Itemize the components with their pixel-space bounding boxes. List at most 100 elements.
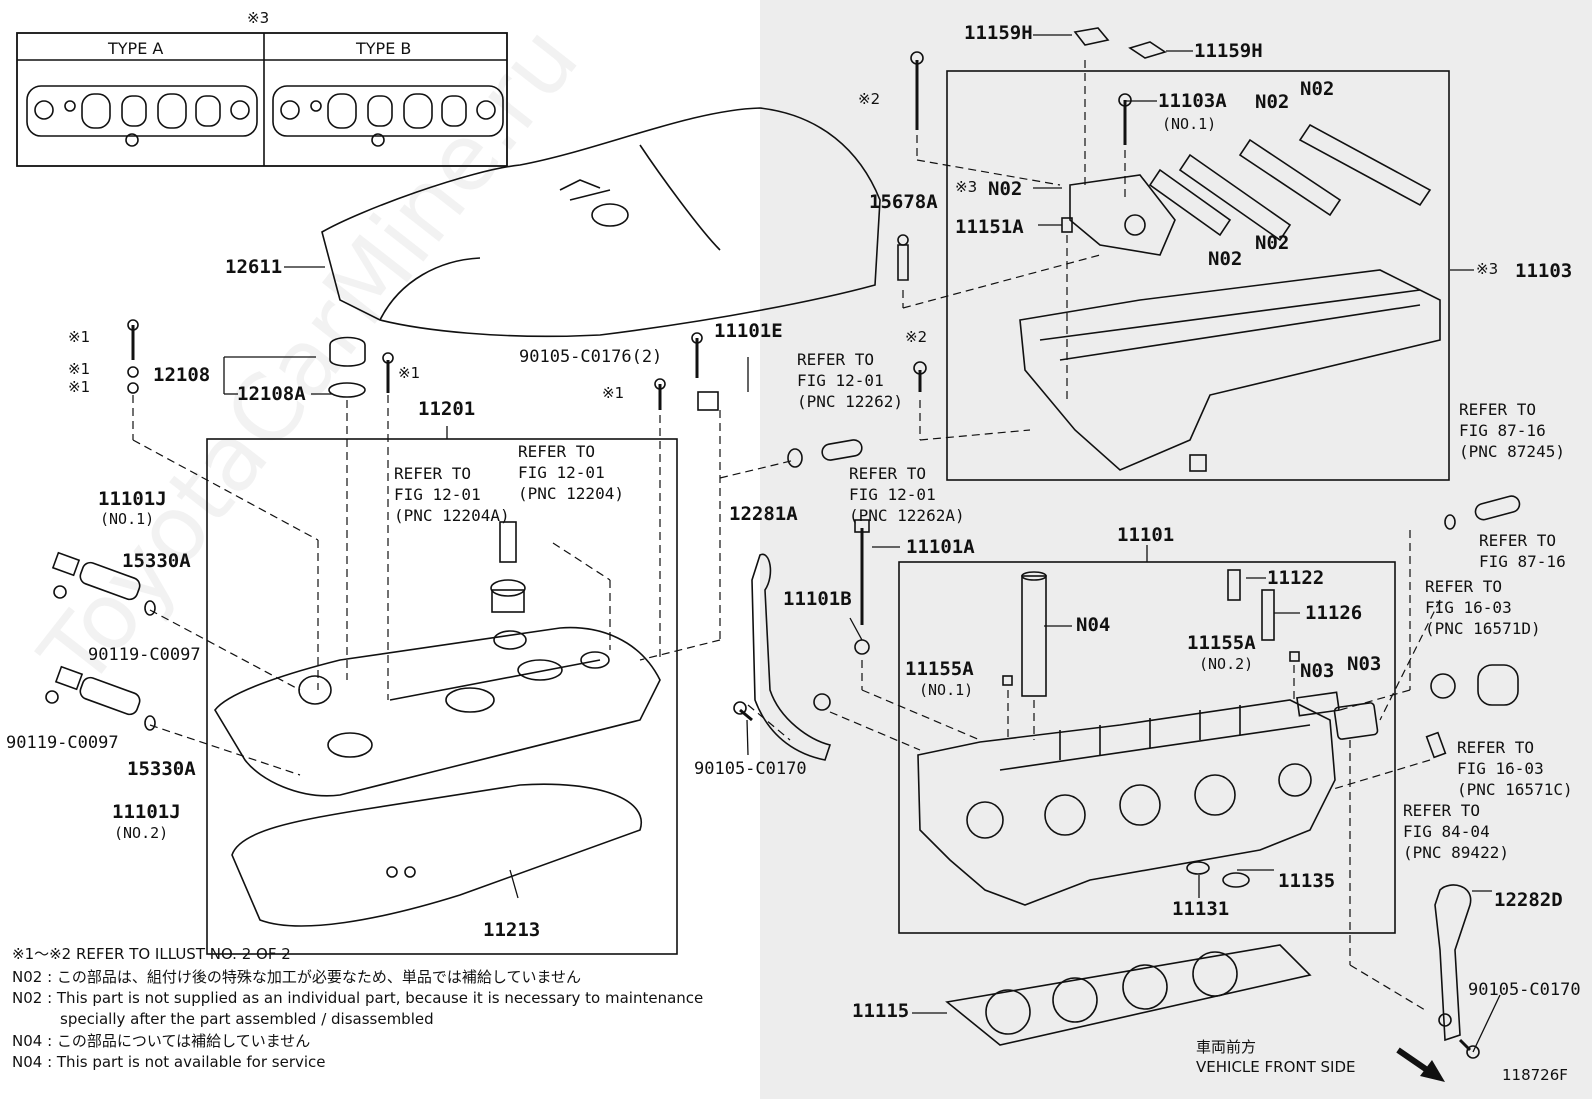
refer-fig-12-01-pnc-12262a[interactable]: REFER TO FIG 12-01 (PNC 12262A) <box>849 464 965 525</box>
cam-bearing-n04 <box>1021 571 1047 697</box>
part-11155a-2-sub: (NO.2) <box>1199 655 1254 673</box>
mark-2-bolt: ※2 <box>905 328 928 346</box>
part-11101j-2-sub: (NO.2) <box>114 824 169 842</box>
refer-fig-16-03-pnc-16571c[interactable]: REFER TO FIG 16-03 (PNC 16571C) <box>1457 738 1573 799</box>
cam-housing-11103 <box>1019 174 1441 472</box>
lifting-hooks <box>751 553 1472 1042</box>
part-11101j-1[interactable]: 11101J <box>98 488 167 510</box>
vehicle-front-jp: 車両前方 <box>1196 1038 1257 1056</box>
mark-1-d: ※1 <box>398 364 421 382</box>
leader-lines <box>223 34 1501 1053</box>
oil-control-valves-11101j <box>45 551 156 731</box>
mark-1-a: ※1 <box>68 328 91 346</box>
part-11103a-sub: (NO.1) <box>1162 115 1217 133</box>
part-11213[interactable]: 11213 <box>483 919 541 941</box>
refer-fig-16-03-pnc-16571d[interactable]: REFER TO FIG 16-03 (PNC 16571D) <box>1425 577 1541 638</box>
type-b-label: TYPE B <box>356 39 412 58</box>
part-11159h-left[interactable]: 11159H <box>964 22 1033 44</box>
part-n02-4[interactable]: N02 <box>1255 232 1290 254</box>
part-11122[interactable]: 11122 <box>1267 567 1325 589</box>
part-11101a[interactable]: 11101A <box>906 536 975 558</box>
mark-3-n02: ※3 <box>955 178 978 196</box>
note-line-1: ※1～※2 REFER TO ILLUST NO. 2 OF 2 <box>12 945 291 963</box>
cylinder-head-11101 <box>917 699 1336 906</box>
type-a-label: TYPE A <box>108 39 164 58</box>
mark-3-11103: ※3 <box>1476 260 1499 278</box>
part-11201[interactable]: 11201 <box>418 398 476 420</box>
part-12611[interactable]: 12611 <box>225 256 283 278</box>
part-11101[interactable]: 11101 <box>1117 524 1175 546</box>
part-n02-5[interactable]: N02 <box>1208 248 1243 270</box>
plugs-n03 <box>1296 691 1379 740</box>
part-15678a[interactable]: 15678A <box>869 191 938 213</box>
part-11103[interactable]: 11103 <box>1515 260 1573 282</box>
part-11101j-1-sub: (NO.1) <box>100 510 155 528</box>
part-11135[interactable]: 11135 <box>1278 870 1336 892</box>
note-line-2: N02 : この部品は、組付け後の特殊な加工が必要なため、単品では補給していませ… <box>12 968 582 986</box>
oil-filler-cap-12108 <box>328 336 366 398</box>
bolts <box>127 51 1480 1059</box>
refer-fig-12-01-pnc-12204a[interactable]: REFER TO FIG 12-01 (PNC 12204A) <box>394 464 510 525</box>
part-n02-3[interactable]: N02 <box>988 178 1023 200</box>
part-11131[interactable]: 11131 <box>1172 898 1230 920</box>
note-line-4: specially after the part assembled / dis… <box>60 1010 434 1028</box>
part-15330a-2[interactable]: 15330A <box>127 758 196 780</box>
type-table-mark: ※3 <box>247 9 270 27</box>
seal-rings <box>1186 861 1250 888</box>
part-n03-2[interactable]: N03 <box>1347 653 1382 675</box>
figure-id: 118726F <box>1502 1066 1568 1084</box>
head-gasket-11115 <box>945 944 1312 1046</box>
note-line-5: N04 : この部品については補給していません <box>12 1032 311 1050</box>
pcv-valve <box>490 521 526 613</box>
vehicle-front-en: VEHICLE FRONT SIDE <box>1196 1058 1356 1076</box>
refer-fig-12-01-pnc-12204[interactable]: REFER TO FIG 12-01 (PNC 12204) <box>518 442 624 503</box>
cylinder-head-cover <box>214 626 661 797</box>
part-n03-1[interactable]: N03 <box>1300 660 1335 682</box>
gasket-type-table <box>16 32 508 167</box>
part-90119-c0097-2[interactable]: 90119-C0097 <box>6 733 119 753</box>
part-12108[interactable]: 12108 <box>153 364 211 386</box>
part-15330a-1[interactable]: 15330A <box>122 550 191 572</box>
part-11155a-1-sub: (NO.1) <box>919 681 974 699</box>
part-90119-c0097-1[interactable]: 90119-C0097 <box>88 645 201 665</box>
head-cover-gasket-11213 <box>231 783 643 927</box>
part-n04[interactable]: N04 <box>1076 614 1111 636</box>
note-line-3: N02 : This part is not supplied as an in… <box>12 989 704 1007</box>
note-line-6: N04 : This part is not available for ser… <box>12 1053 326 1071</box>
mark-1-b: ※1 <box>68 360 91 378</box>
part-12282d[interactable]: 12282D <box>1494 889 1563 911</box>
part-12108a[interactable]: 12108A <box>237 383 306 405</box>
part-11159h-right[interactable]: 11159H <box>1194 40 1263 62</box>
part-11101j-2[interactable]: 11101J <box>112 801 181 823</box>
part-90105-c0170-left[interactable]: 90105-C0170 <box>694 759 807 779</box>
refer-fig-87-16[interactable]: REFER TO FIG 87-16 <box>1479 531 1566 571</box>
refer-fig-84-04-pnc-89422[interactable]: REFER TO FIG 84-04 (PNC 89422) <box>1403 801 1509 862</box>
bearing-caps-n02 <box>1148 123 1432 242</box>
frame-11103 <box>946 70 1450 481</box>
part-11155a-1[interactable]: 11155A <box>905 658 974 680</box>
refer-fig-12-01-pnc-12262[interactable]: REFER TO FIG 12-01 (PNC 12262) <box>797 350 903 411</box>
part-n02-2[interactable]: N02 <box>1300 78 1335 100</box>
part-90105-c0170-right[interactable]: 90105-C0170 <box>1468 980 1581 1000</box>
mark-1-c: ※1 <box>68 378 91 396</box>
part-12281a[interactable]: 12281A <box>729 503 798 525</box>
part-11155a-2[interactable]: 11155A <box>1187 632 1256 654</box>
part-11101b[interactable]: 11101B <box>783 588 852 610</box>
part-90105-c0176[interactable]: 90105-C0176(2) <box>519 347 663 367</box>
engine-cover-12611 <box>321 107 881 338</box>
part-11115[interactable]: 11115 <box>852 1000 910 1022</box>
part-11101e[interactable]: 11101E <box>714 320 783 342</box>
part-11103a[interactable]: 11103A <box>1158 90 1227 112</box>
part-11151a[interactable]: 11151A <box>955 216 1024 238</box>
part-11126[interactable]: 11126 <box>1305 602 1363 624</box>
frame-11201 <box>206 438 678 955</box>
dashed-guides <box>132 60 1441 1011</box>
part-n02-1[interactable]: N02 <box>1255 91 1290 113</box>
hoses-and-sensors <box>787 439 1521 759</box>
top-plates-11159h <box>1073 27 1167 59</box>
mark-2-top: ※2 <box>858 90 881 108</box>
refer-fig-87-16-pnc-87245[interactable]: REFER TO FIG 87-16 (PNC 87245) <box>1459 400 1565 461</box>
front-arrow-icon <box>1396 1047 1445 1082</box>
